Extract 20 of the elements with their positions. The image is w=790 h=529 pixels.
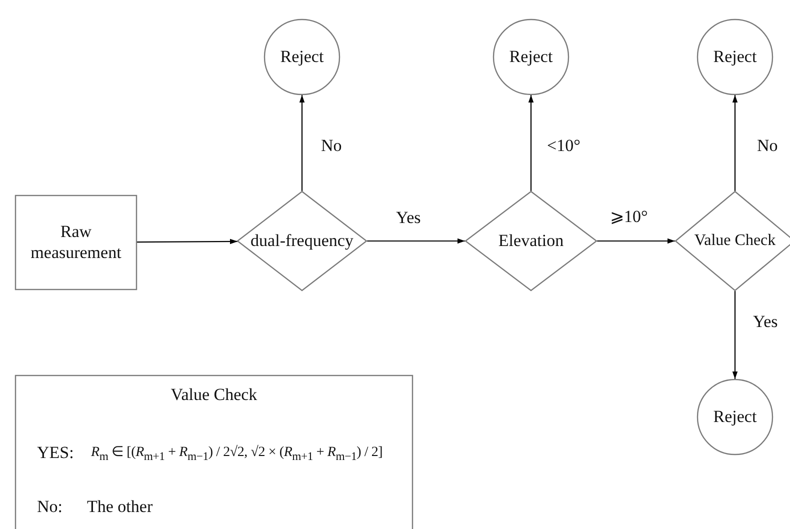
arrow [528,95,534,191]
node-label: dual-frequency [250,230,354,252]
arrow [732,291,738,379]
formula: R$_{m}$ ∈ [(R$_{m+1}$ + R$_{m−1}$) / 2√2, √2 × (R$_{m+1}$ + R$_{m−1}$) / 2] [91,445,383,464]
arrow [597,238,675,244]
node-label: Elevation [498,230,564,252]
arrow [367,238,465,244]
note-title: Value Check [170,385,258,406]
node-label: Raw measurement [30,222,122,263]
arrow [299,95,305,191]
arrow [137,238,238,244]
node-label: Reject [713,406,757,428]
condition-label: No: [37,497,62,518]
condition-label: YES: [37,443,74,464]
node-label: Reject [509,46,553,68]
node-label: Reject [713,46,757,68]
node-label: Reject [280,46,324,68]
arrow [732,95,738,191]
node-label: Value Check [694,231,776,251]
note-text: The other [87,497,153,518]
